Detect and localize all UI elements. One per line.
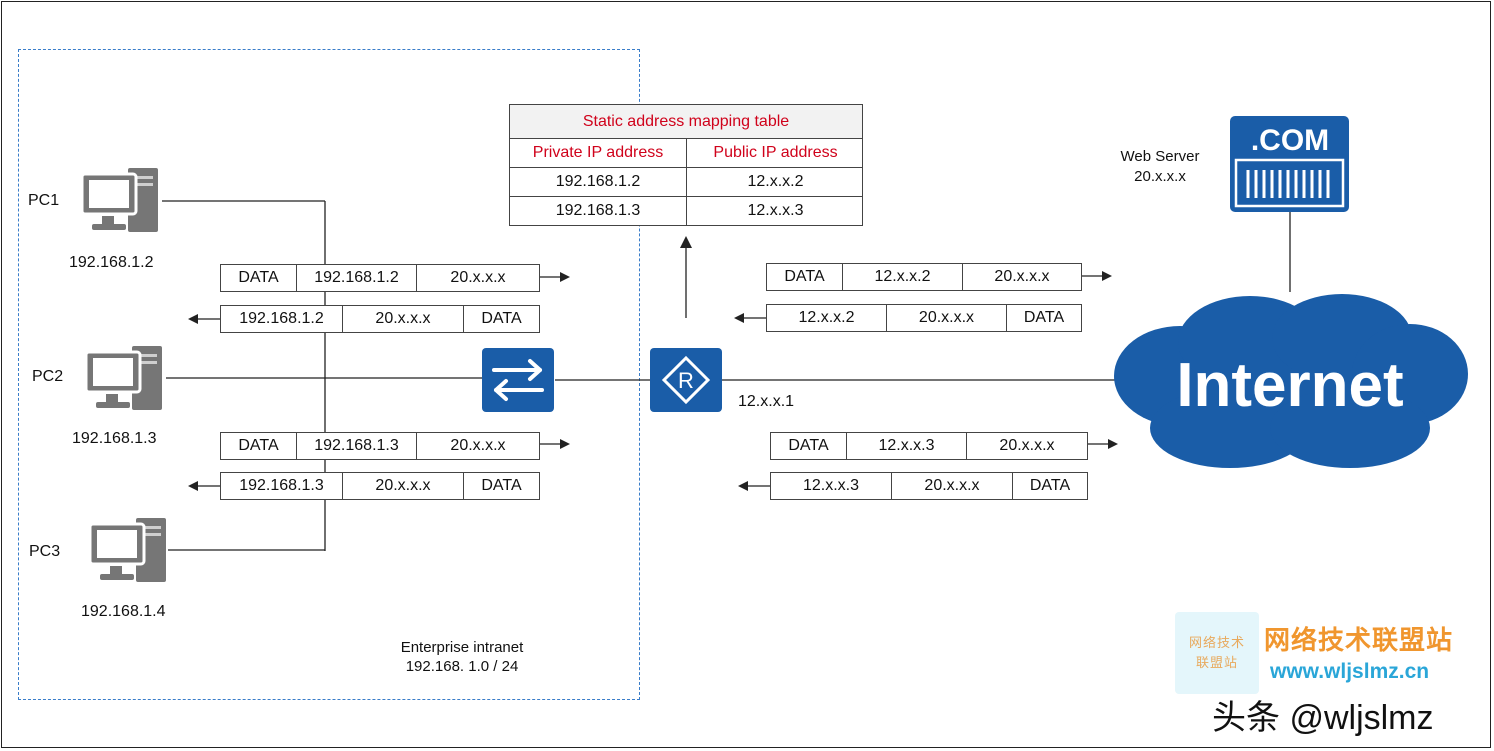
intranet-subnet: 192.168. 1.0 / 24 [405,658,519,675]
watermark-url: www.wljslmz.cn [1270,660,1430,683]
pc3-computer-icon [88,518,166,582]
static-mapping-table: Static address mapping table Private IP … [509,104,863,226]
packet-wan-inbound-2: 12.x.x.3 20.x.x.x DATA [770,472,1088,500]
packet-field-dst: 192.168.1.3 [221,473,343,499]
arrowhead-right-2 [560,439,570,449]
packet-field-dst: 12.x.x.3 [771,473,892,499]
web-server-label: Web Server [1120,148,1200,165]
packet-field-data: DATA [1023,309,1065,326]
mapping-table-header-row: Private IP address Public IP address [510,139,862,168]
arrowhead-up [680,236,692,248]
packet-field-src: 20.x.x.x [343,473,464,499]
router-glyph: R [678,368,694,393]
header-private-ip: Private IP address [510,139,687,167]
arrowhead-left-1 [188,314,198,324]
public-ip-cell: 12.x.x.2 [747,173,804,190]
web-server-icon: .COM [1230,116,1349,212]
arrowhead-right-4 [1108,439,1118,449]
watermark-logo-line2: 联盟站 [1195,655,1238,670]
arrowhead-right-3 [1102,271,1112,281]
pc2-ip: 192.168.1.3 [72,430,157,447]
router-ip: 12.x.x.1 [738,393,795,410]
packet-field-src: 20.x.x.x [343,306,464,332]
packet-field-src: 192.168.1.2 [297,265,417,291]
mapping-table-row: 192.168.1.3 12.x.x.3 [510,197,862,225]
pc3-ip: 192.168.1.4 [81,603,166,620]
internet-cloud-icon: Internet [1114,294,1468,468]
pc1-computer-icon [80,168,158,232]
packet-field-data: DATA [1029,477,1071,494]
packet-field-src: 20.x.x.x [887,305,1007,331]
pc2-computer-icon [84,346,162,410]
packet-pc1-outbound: DATA 192.168.1.2 20.x.x.x [220,264,540,292]
internet-label: Internet [1176,351,1403,420]
arrowhead-left-3 [734,313,744,323]
server-badge: .COM [1251,124,1329,157]
private-ip-cell: 192.168.1.2 [510,168,687,196]
arrowhead-left-4 [738,481,748,491]
packet-field-data: DATA [481,310,522,327]
pc1-name: PC1 [28,192,60,209]
watermark-logo: 网络技术 联盟站 [1175,612,1259,694]
packet-field-dst: 20.x.x.x [994,268,1050,285]
packet-pc2-inbound: 192.168.1.3 20.x.x.x DATA [220,472,540,500]
packet-wan-outbound-2: DATA 12.x.x.3 20.x.x.x [770,432,1088,460]
arrowhead-right-1 [560,272,570,282]
mapping-table-title: Static address mapping table [510,105,862,139]
enterprise-intranet-zone [18,49,640,700]
packet-field-dst: 20.x.x.x [450,269,506,286]
arrowhead-left-2 [188,481,198,491]
packet-pc2-outbound: DATA 192.168.1.3 20.x.x.x [220,432,540,460]
watermark-handle: 头条 @wljslmz [1212,699,1434,737]
public-ip-cell: 12.x.x.3 [747,202,804,219]
mapping-table-row: 192.168.1.2 12.x.x.2 [510,168,862,197]
packet-wan-outbound-1: DATA 12.x.x.2 20.x.x.x [766,263,1082,291]
packet-field-dst: 192.168.1.2 [221,306,343,332]
packet-field-dst: 12.x.x.2 [767,305,887,331]
packet-field-dst: 20.x.x.x [999,437,1055,454]
router-icon: R [650,348,722,412]
watermark-logo-line1: 网络技术 [1188,635,1245,650]
switch-icon [482,348,554,412]
header-public-ip: Public IP address [713,144,838,161]
pc2-name: PC2 [32,368,64,385]
private-ip-cell: 192.168.1.3 [510,197,687,225]
pc3-name: PC3 [29,543,61,560]
packet-field-data: DATA [767,264,843,290]
packet-field-data: DATA [481,477,522,494]
packet-field-src: 12.x.x.2 [843,264,963,290]
packet-wan-inbound-1: 12.x.x.2 20.x.x.x DATA [766,304,1082,332]
packet-field-data: DATA [221,265,297,291]
packet-field-data: DATA [221,433,297,459]
packet-field-data: DATA [771,433,847,459]
pc1-ip: 192.168.1.2 [69,254,154,271]
packet-field-dst: 20.x.x.x [450,437,506,454]
packet-field-src: 20.x.x.x [892,473,1013,499]
packet-field-src: 12.x.x.3 [847,433,967,459]
packet-pc1-inbound: 192.168.1.2 20.x.x.x DATA [220,305,540,333]
watermark-title: 网络技术联盟站 [1264,625,1454,655]
packet-field-src: 192.168.1.3 [297,433,417,459]
intranet-name: Enterprise intranet [400,639,524,656]
web-server-ip: 20.x.x.x [1134,168,1186,185]
